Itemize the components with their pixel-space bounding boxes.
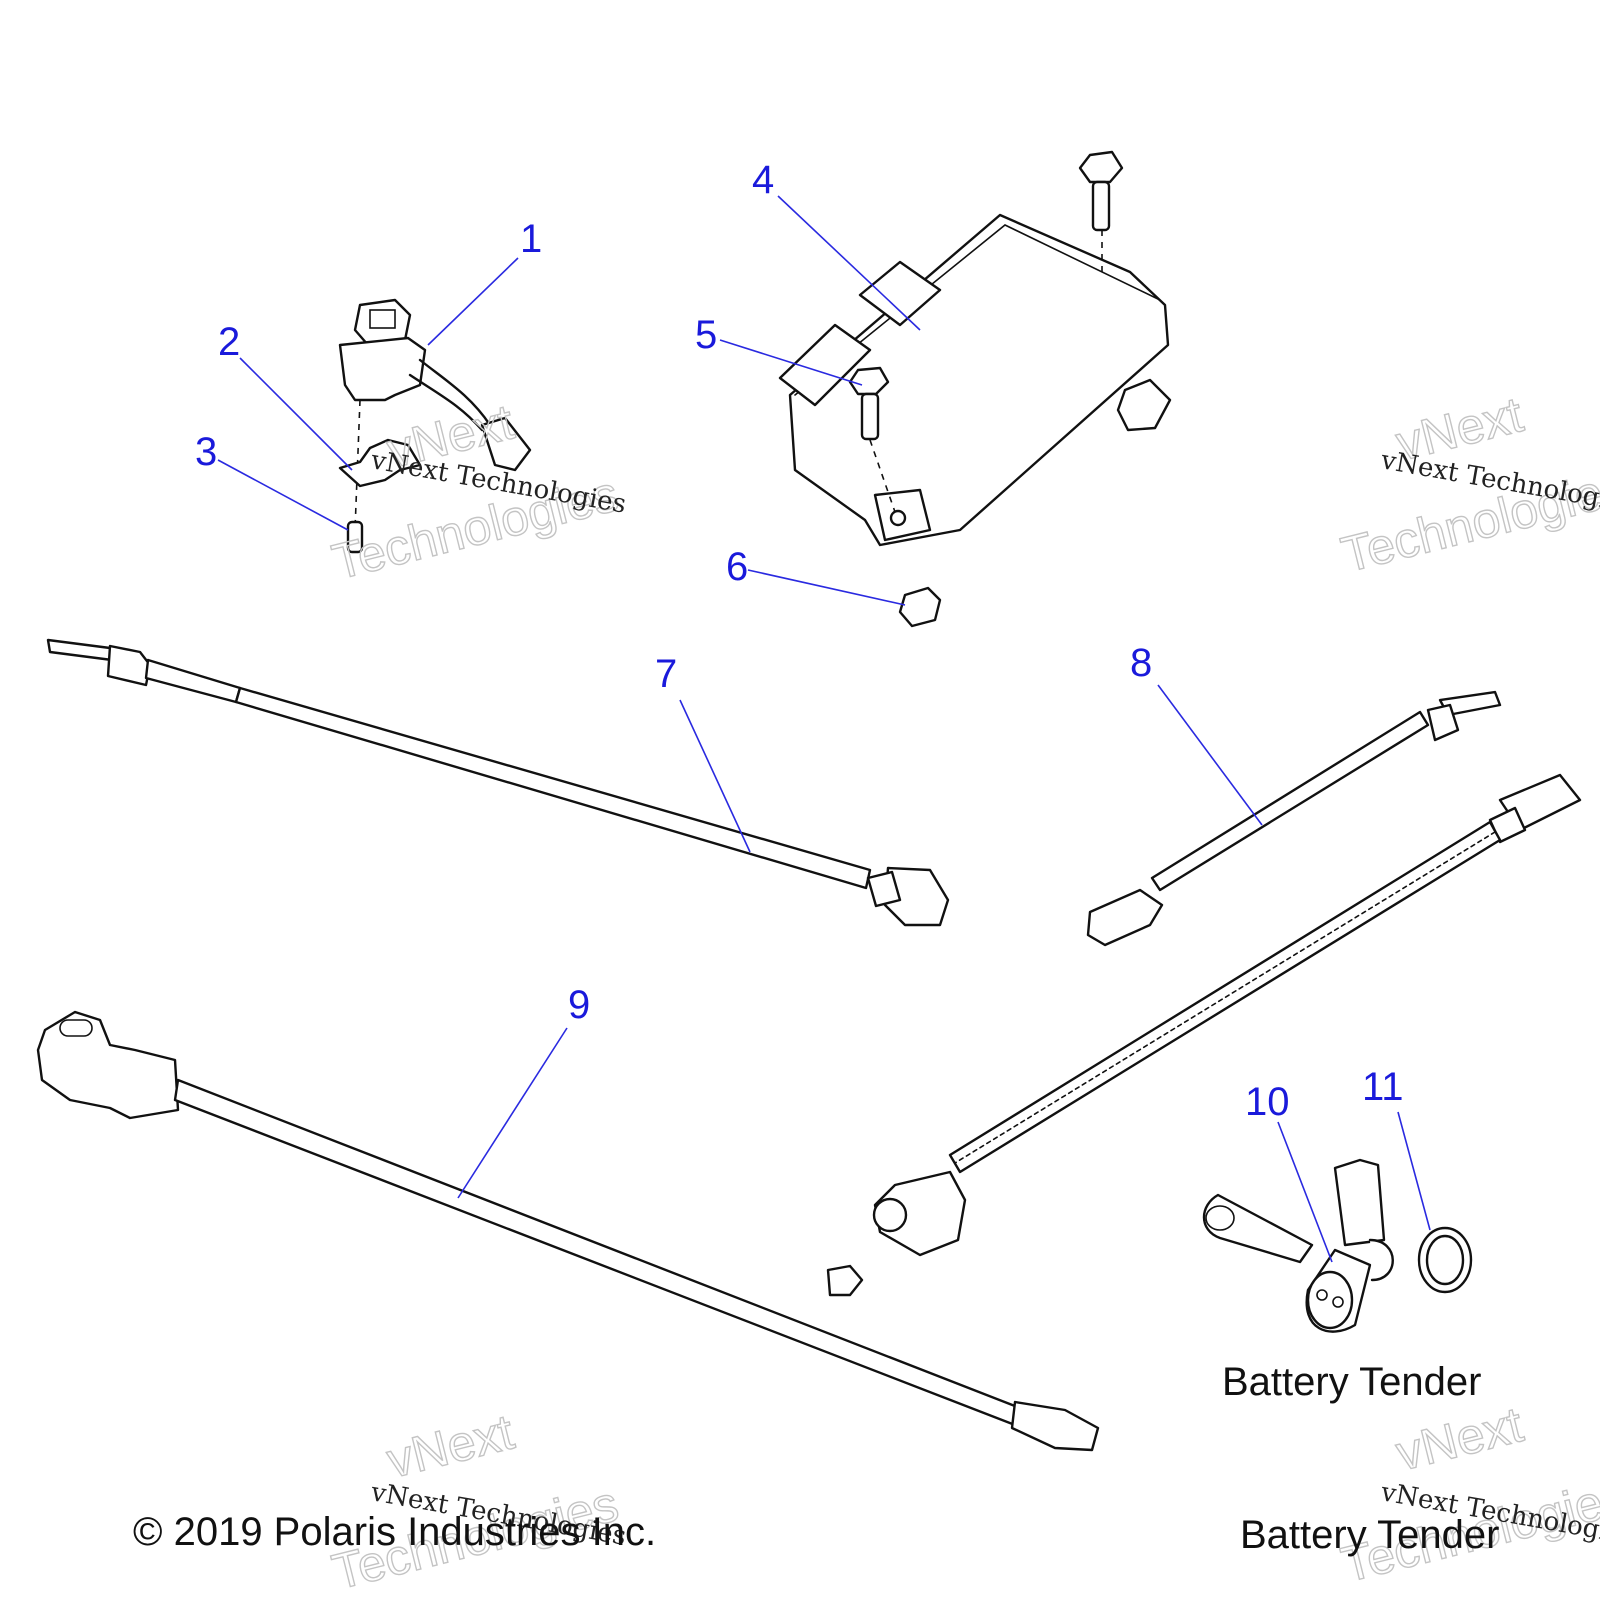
callout-8: 8 bbox=[1130, 641, 1152, 685]
part-9-tps-harness bbox=[36, 1010, 1100, 1452]
svg-text:vNext: vNext bbox=[1391, 1396, 1529, 1481]
callout-7: 7 bbox=[655, 652, 677, 696]
part-7-sensor-harness bbox=[46, 638, 950, 927]
module-mount-bolt bbox=[1078, 150, 1124, 275]
callout-11: 11 bbox=[1362, 1065, 1404, 1109]
leader-lines bbox=[217, 195, 1431, 1263]
part-8-sensor-harness bbox=[1086, 690, 1502, 947]
callout-5: 5 bbox=[695, 313, 717, 357]
callout-10: 10 bbox=[1245, 1080, 1290, 1124]
battery-tender-label: Battery Tender bbox=[1222, 1360, 1481, 1404]
part-6-nut-clip bbox=[898, 586, 942, 628]
part-2-clip bbox=[338, 438, 422, 488]
watermark-bottom-left: vNext Technologies bbox=[326, 1403, 624, 1600]
part-10-battery-tender-port bbox=[1202, 1158, 1394, 1333]
part-11-o-ring bbox=[1417, 1226, 1473, 1294]
part-4-control-module bbox=[778, 213, 1172, 547]
part-5-bolt bbox=[848, 366, 896, 513]
part-1-switch bbox=[338, 298, 532, 531]
part-3-screw bbox=[346, 520, 364, 554]
svg-text:vNext: vNext bbox=[382, 1404, 520, 1489]
callout-1: 1 bbox=[520, 217, 542, 261]
battery-tender-footer-label: Battery Tender bbox=[1240, 1513, 1499, 1557]
speed-sensor-braided-harness bbox=[826, 773, 1582, 1297]
callout-4: 4 bbox=[752, 158, 774, 202]
callout-9: 9 bbox=[568, 983, 590, 1027]
watermark-bottom-right: vNext Technologies bbox=[1335, 1396, 1600, 1594]
callout-2: 2 bbox=[218, 320, 240, 364]
callout-6: 6 bbox=[726, 545, 748, 589]
callout-numbers: 1 2 3 4 5 6 7 8 9 10 11 bbox=[195, 158, 1404, 1124]
copyright-notice: © 2019 Polaris Industries Inc. bbox=[133, 1510, 656, 1554]
callout-3: 3 bbox=[195, 430, 217, 474]
